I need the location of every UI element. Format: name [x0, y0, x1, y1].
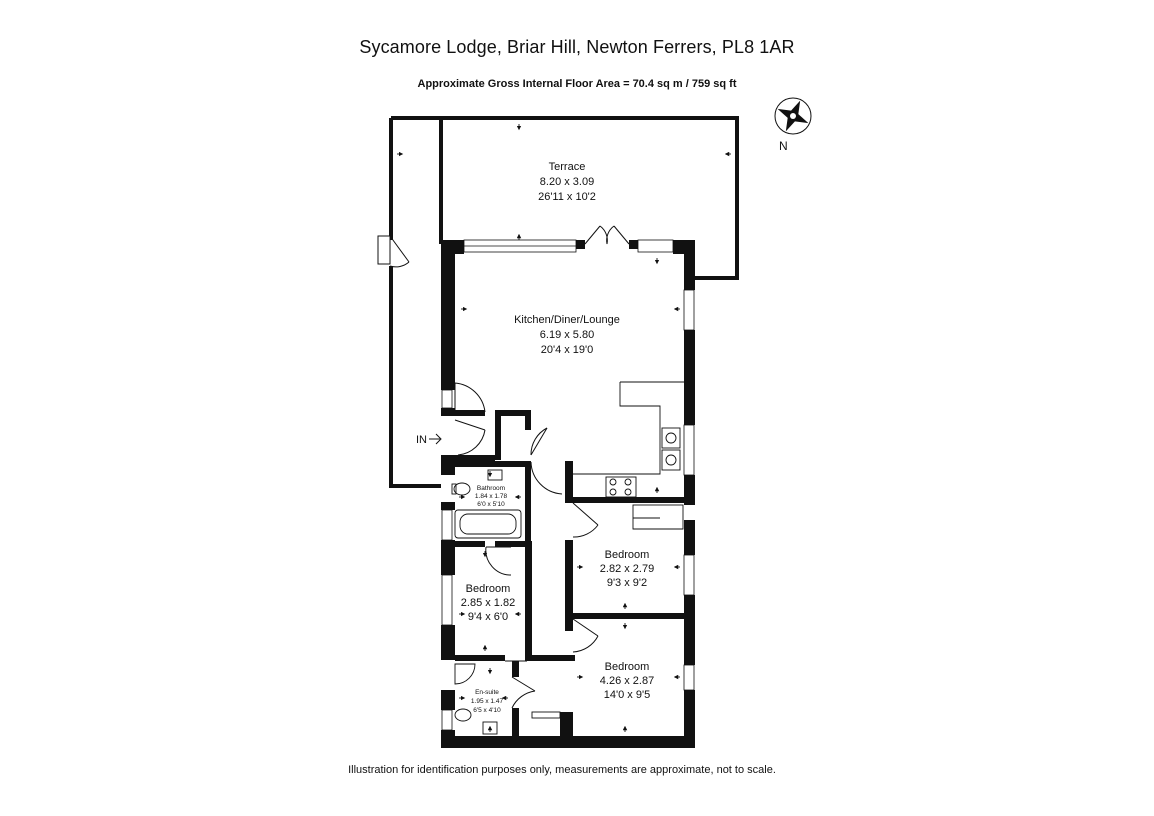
room-terrace: Terrace 8.20 x 3.09 26'11 x 10'2 — [538, 161, 596, 203]
terrace-gate — [377, 235, 410, 268]
ensuite-fittings — [454, 663, 561, 735]
room-ensuite: En-suite 1.95 x 1.47 6'5 x 4'10 — [471, 689, 504, 714]
room-bedroom-1-metric: 2.82 x 2.79 — [600, 563, 654, 575]
room-terrace-imperial: 26'11 x 10'2 — [538, 191, 596, 203]
room-bathroom-metric: 1.84 x 1.78 — [475, 493, 508, 500]
disclaimer: Illustration for identification purposes… — [348, 764, 776, 776]
room-ensuite-metric: 1.95 x 1.47 — [471, 698, 504, 705]
entrance-marker: IN — [416, 433, 442, 446]
wardrobe — [632, 504, 684, 530]
room-kitchen-name: Kitchen/Diner/Lounge — [514, 314, 620, 326]
room-bedroom-3-imperial: 14'0 x 9'5 — [604, 689, 650, 701]
kitchen-units — [573, 381, 684, 498]
interior-walls — [441, 410, 690, 748]
terrace-outline — [380, 116, 739, 488]
room-bathroom-imperial: 6'0 x 5'10 — [477, 501, 505, 508]
room-kitchen-imperial: 20'4 x 19'0 — [541, 344, 594, 356]
room-bedroom-3: Bedroom 4.26 x 2.87 14'0 x 9'5 — [600, 661, 654, 701]
windows — [441, 239, 695, 731]
room-bedroom-3-metric: 4.26 x 2.87 — [600, 675, 654, 687]
compass: N — [774, 97, 812, 153]
compass-north-label: N — [779, 139, 788, 153]
room-bathroom: Bathroom 1.84 x 1.78 6'0 x 5'10 — [475, 485, 508, 508]
french-doors — [584, 225, 630, 245]
room-bedroom-2: Bedroom 2.85 x 1.82 9'4 x 6'0 — [461, 583, 515, 623]
room-bedroom-1-imperial: 9'3 x 9'2 — [607, 577, 647, 589]
entrance-arrow-icon — [429, 433, 442, 445]
dimension-arrows — [397, 124, 731, 732]
entrance-label: IN — [416, 434, 427, 446]
room-kitchen: Kitchen/Diner/Lounge 6.19 x 5.80 20'4 x … — [514, 314, 620, 356]
room-terrace-name: Terrace — [549, 161, 586, 173]
room-bedroom-2-name: Bedroom — [466, 583, 511, 595]
room-bedroom-3-name: Bedroom — [605, 661, 650, 673]
floor-area-text: Approximate Gross Internal Floor Area = … — [417, 78, 737, 90]
room-ensuite-name: En-suite — [475, 689, 499, 696]
room-kitchen-metric: 6.19 x 5.80 — [540, 329, 594, 341]
plan-title: Sycamore Lodge, Briar Hill, Newton Ferre… — [359, 37, 795, 57]
room-bathroom-name: Bathroom — [477, 485, 505, 492]
room-bedroom-2-imperial: 9'4 x 6'0 — [468, 611, 508, 623]
room-bedroom-2-metric: 2.85 x 1.82 — [461, 597, 515, 609]
interior-doors — [454, 382, 599, 709]
room-terrace-metric: 8.20 x 3.09 — [540, 176, 594, 188]
room-bedroom-1: Bedroom 2.82 x 2.79 9'3 x 9'2 — [600, 549, 654, 589]
room-bedroom-1-name: Bedroom — [605, 549, 650, 561]
room-ensuite-imperial: 6'5 x 4'10 — [473, 707, 501, 714]
